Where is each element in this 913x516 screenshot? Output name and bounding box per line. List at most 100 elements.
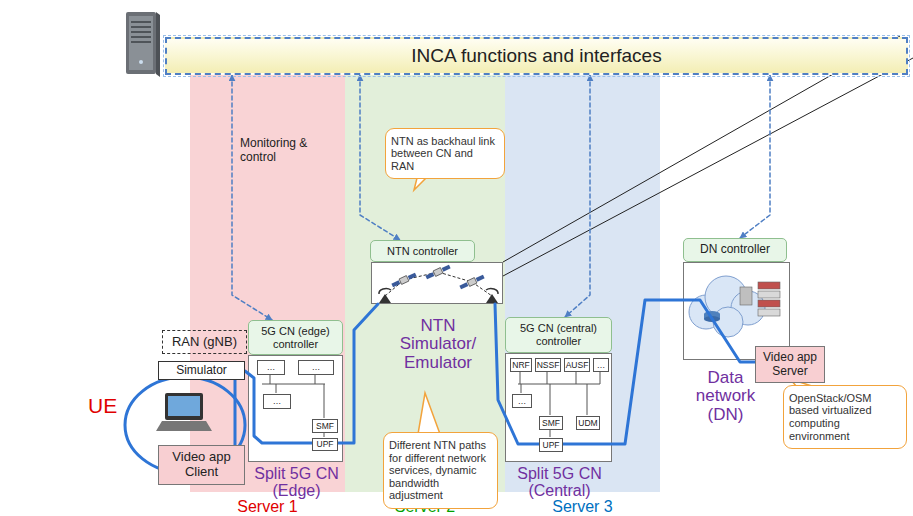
node-text: DN controller (700, 243, 770, 257)
app-box: Video app Client (158, 445, 245, 485)
laptop-icon-part (165, 393, 203, 420)
function-block: SMF (539, 416, 563, 430)
controller-box: DN controller (683, 238, 787, 262)
annotation-text: Monitoring & control (240, 137, 335, 165)
satellite-icon-part (408, 273, 417, 280)
satellite-icon (459, 274, 485, 290)
server-icon-part (126, 12, 156, 74)
node-text: NSSF (537, 361, 560, 370)
zoom-lines-part (503, 36, 913, 276)
satellite-links-part (385, 272, 492, 296)
control-link (565, 75, 590, 317)
node-text: SMF (316, 422, 334, 431)
function-block: NSSF (535, 358, 561, 372)
controller-box: 5G CN (central) controller (505, 317, 612, 353)
callout-tail-part (418, 393, 440, 434)
node-text: Different NTN paths for different networ… (389, 439, 492, 502)
satellite-icon-part (476, 275, 485, 282)
node-text: RAN (gNB) (172, 335, 237, 350)
region-label: NTN Simulator/ Emulator (388, 317, 488, 372)
region-label: Split 5G CN (Central) (505, 465, 615, 500)
callout-box: NTN as backhaul link between CN and RAN (385, 128, 505, 179)
network-devices-part (758, 300, 780, 307)
satellite-icon-part (442, 265, 451, 272)
node-text: OpenStack/OSM based virtualized computin… (789, 392, 901, 443)
node-text: … (273, 397, 282, 406)
satellite-icon-part (425, 272, 434, 279)
banner-box: INCA functions and interfaces (165, 37, 908, 75)
function-block: … (593, 358, 609, 372)
callout-box: OpenStack/OSM based virtualized computin… (783, 385, 907, 449)
function-block: … (512, 394, 532, 408)
region-label: Server 3 (523, 498, 643, 515)
data-path (234, 380, 237, 445)
server-icon-part (139, 60, 143, 64)
node-text: Video app Client (162, 450, 241, 480)
control-link (740, 75, 770, 238)
ntn-box: NTN Simulator/ Emulator (371, 262, 503, 304)
function-block: UDM (576, 416, 600, 430)
control-link (232, 75, 272, 320)
controller-box: NTN controller (370, 240, 475, 262)
satellite-icon (425, 264, 451, 280)
satellite-links-part (379, 288, 391, 294)
region-label: Split 5G CN (Edge) (242, 465, 352, 500)
region-label: Server 1 (208, 498, 328, 515)
network-devices-part (758, 282, 780, 289)
cloud-icon (689, 276, 765, 337)
laptop-icon-part (156, 421, 212, 431)
ue-label: UE (88, 394, 122, 418)
bus-lines-part (262, 374, 325, 437)
callout-tail-part (414, 166, 438, 190)
node-text: UPF (317, 440, 334, 449)
data-path (563, 300, 755, 444)
function-block: UPF (312, 438, 338, 451)
bus-lines (262, 371, 600, 437)
app-box: Video app Server (755, 346, 825, 383)
network-devices (704, 282, 780, 322)
function-block: UPF (539, 438, 563, 452)
callout-tail-part (790, 379, 815, 387)
callout-tail (414, 166, 815, 434)
server-band: Server 15G CN (edge) controllerSplit 5G … (190, 40, 345, 492)
network-devices-part (758, 291, 780, 298)
node-text: … (597, 361, 606, 370)
satellite-icon-part (399, 276, 409, 285)
satellite-links (379, 272, 498, 303)
satellite-links-part (379, 294, 391, 303)
server-icon (126, 12, 160, 77)
region-label: Data network (DN) (686, 369, 766, 424)
node-text: UPF (543, 441, 560, 450)
node-text: SMF (542, 419, 560, 428)
node-text: 5G CN (central) controller (509, 322, 608, 347)
ue-ellipse-part (125, 377, 245, 473)
callout-box: Different NTN paths for different networ… (383, 432, 498, 509)
satellite-icon-part (459, 282, 468, 289)
satellite-links-part (486, 288, 498, 294)
function-box: Split 5G CN (Edge)………SMFUPF (248, 355, 343, 462)
zoom-lines (503, 36, 913, 276)
node-text: NTN controller (387, 245, 458, 258)
node-text: Video app Server (759, 351, 821, 379)
function-block: SMF (312, 419, 338, 433)
ue-ellipse (125, 377, 245, 473)
node-text: Simulator (176, 364, 227, 378)
satellite-icon-part (467, 278, 477, 287)
node-text: 5G CN (edge) controller (252, 325, 339, 350)
controller-box: 5G CN (edge) controller (248, 320, 343, 355)
node-text: INCA functions and interfaces (411, 45, 661, 67)
data-path (495, 304, 539, 444)
control-link (360, 75, 400, 240)
laptop-icon (156, 393, 212, 431)
network-devices-part (758, 309, 780, 316)
server-icon-part (129, 16, 153, 70)
function-block: AUSF (564, 358, 590, 372)
node-text: UDM (578, 419, 597, 428)
node-text: … (312, 363, 321, 372)
node-text: … (518, 397, 527, 406)
data-path (338, 304, 378, 443)
network-devices-part (740, 287, 752, 305)
node-text: AUSF (566, 361, 589, 370)
